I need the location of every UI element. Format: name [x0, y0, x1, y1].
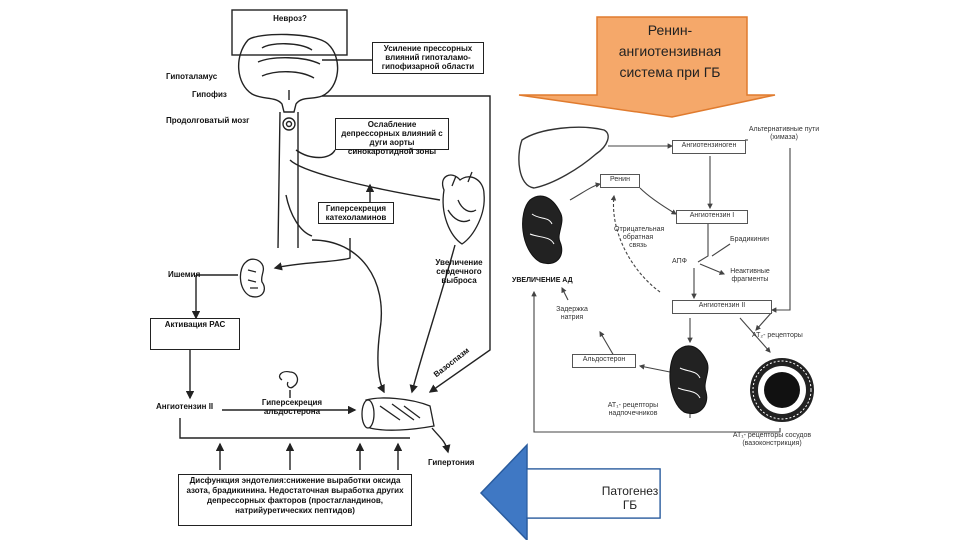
- angiotensin-ii-left-label: Ангиотензин II: [156, 402, 214, 411]
- ischemia-label: Ишемия: [168, 270, 201, 279]
- inactive-fragments-label: Неактивные фрагменты: [730, 268, 770, 283]
- at1-vessels-label: AT₁- рецепторы сосудов (вазоконстрикция): [732, 432, 812, 447]
- neurosis-label: Невроз?: [273, 14, 307, 23]
- aldosterone-left-label: Гиперсекреция альдостерона: [261, 398, 323, 416]
- hypertension-label: Гипертония: [428, 458, 475, 467]
- sodium-retention-label: Задержка натрия: [556, 306, 588, 321]
- pressor-box: Усиление прессорных влияний гипоталамо-г…: [372, 42, 484, 74]
- negative-feedback-label: Отрицательная обратная связь: [614, 226, 665, 249]
- angiotensinogen-box: Ангиотензиноген: [672, 140, 746, 154]
- endothelium-box: Дисфункция эндотелия:снижение выработки …: [178, 474, 412, 526]
- medulla-label: Продолговатый мозг: [166, 116, 250, 125]
- aldosterone-box: Альдостерон: [572, 354, 636, 368]
- callout-top-title: Ренин-ангиотензивная система при ГБ: [618, 22, 722, 80]
- hypothalamus-label: Гипоталамус: [166, 72, 218, 81]
- callout-bottom-title: Патогенез ГБ: [601, 484, 659, 512]
- ras-box: Активация РАС: [150, 318, 240, 350]
- ace-label: АПФ: [672, 258, 687, 265]
- at2-receptors-label: AT₂- рецепторы: [752, 332, 803, 339]
- bradykinin-label: Брадикинин: [730, 236, 769, 243]
- vessel-illustration: [361, 397, 435, 431]
- left-diagram-lines: [179, 9, 491, 470]
- at1-adrenal-label: AT₁- рецепторы надпочечников: [607, 402, 659, 417]
- alt-paths-label: Альтернативные пути (химаза): [748, 126, 820, 141]
- cardiac-output-label: Увеличение сердечного выброса: [435, 258, 483, 285]
- angiotensin-i-box: Ангиотензин I: [676, 210, 748, 224]
- right-kidney-top: [522, 195, 563, 264]
- bp-increase-label: УВЕЛИЧЕНИЕ АД: [512, 277, 573, 284]
- depressor-box: Ослабление депрессорных влияний с дуги а…: [335, 118, 449, 156]
- catecholamine-box: Гиперсекреция катехоламинов: [318, 202, 394, 224]
- heart-illustration: [441, 171, 485, 245]
- right-adrenal: [669, 345, 709, 414]
- renin-box: Ренин: [600, 174, 640, 188]
- right-diagram-lines: [518, 126, 791, 433]
- bottom-callout-arrow: [479, 443, 661, 540]
- adrenal-illustration: [278, 370, 299, 389]
- vessel-cross-section: [750, 358, 814, 422]
- top-callout-arrow: [518, 16, 776, 118]
- left-kidney: [239, 258, 265, 298]
- angiotensin-ii-box: Ангиотензин II: [672, 300, 772, 314]
- hypophysis-label: Гипофиз: [192, 90, 227, 99]
